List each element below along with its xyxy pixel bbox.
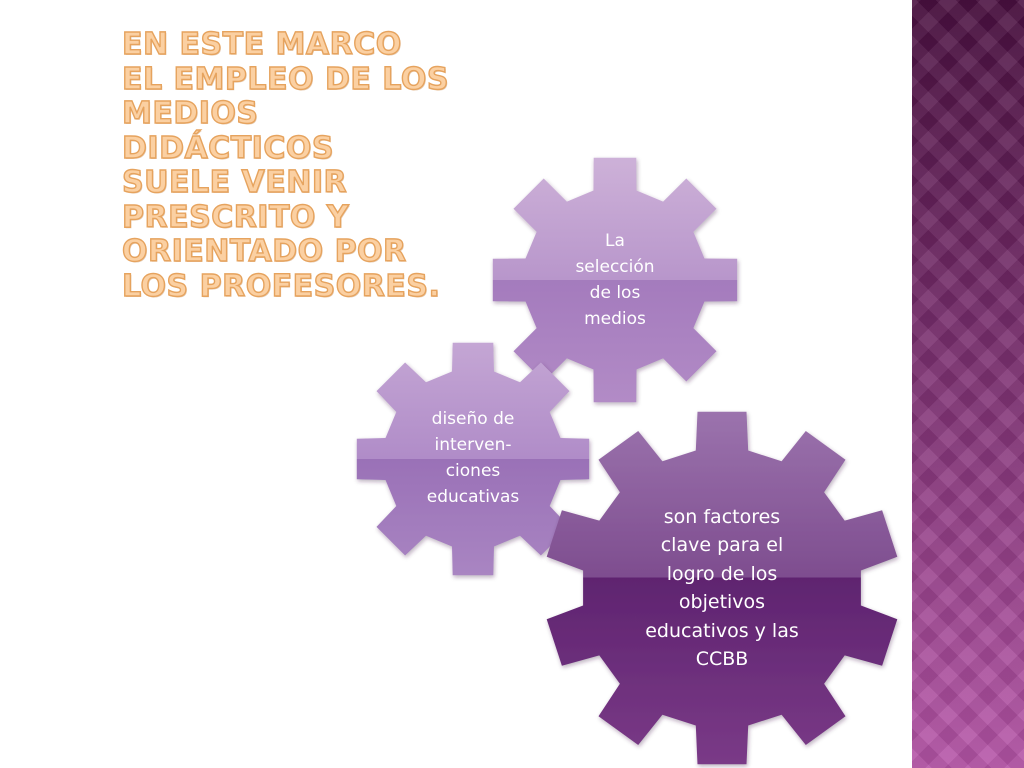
gear-diagram xyxy=(356,157,898,765)
gear-factores xyxy=(546,411,898,765)
slide-title: En este marco el empleo de los medios di… xyxy=(121,27,449,304)
decorative-sidebar xyxy=(912,0,1024,768)
gear-diseno xyxy=(356,342,590,576)
gear-seleccion xyxy=(492,157,738,403)
